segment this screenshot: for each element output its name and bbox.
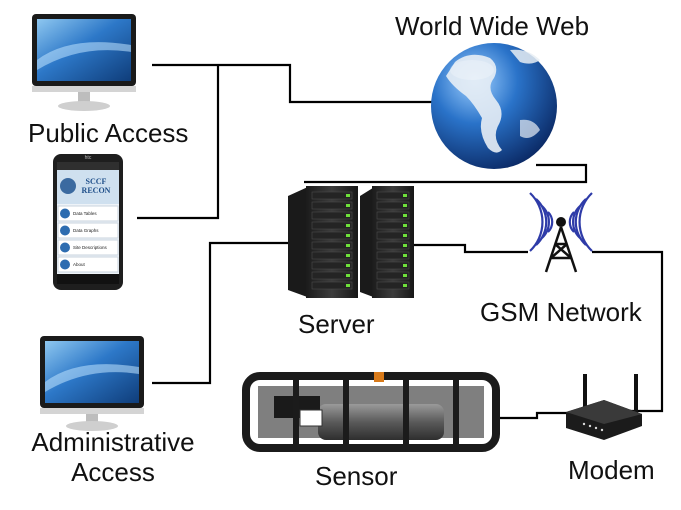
server-rack-icon <box>360 186 414 298</box>
administrative-label-line1: Administrative <box>31 427 195 457</box>
desktop-monitor-icon <box>32 14 136 111</box>
server-drive-bay <box>376 241 410 250</box>
phone-menu-row <box>57 222 119 239</box>
server-led <box>346 214 350 217</box>
server-led <box>403 284 407 287</box>
phone-menu-icon <box>60 208 70 219</box>
server-drive-bay <box>376 211 410 220</box>
server-led <box>403 194 407 197</box>
desktop-monitor-icon <box>40 336 144 431</box>
line-public-hub <box>137 65 220 220</box>
server-led <box>403 264 407 267</box>
gsm-network-label: GSM Network <box>480 297 642 327</box>
phone-menu-label: Data Graphs <box>73 228 99 233</box>
server-drive-bay <box>311 221 353 230</box>
server-led <box>403 254 407 257</box>
server-led <box>403 274 407 277</box>
server-led <box>346 284 350 287</box>
server-drive-bay <box>311 271 353 280</box>
server-drive-bay <box>311 231 353 240</box>
server-drive-bay <box>311 191 353 200</box>
server-drive-bay <box>376 201 410 210</box>
server-drive-bay <box>376 271 410 280</box>
phone-menu-icon <box>60 225 70 236</box>
sensor-instrument-icon <box>242 372 500 452</box>
server-led <box>403 234 407 237</box>
phone-menu-label: Site Descriptions <box>73 245 108 250</box>
phone-app-subtitle: RECON <box>82 186 111 195</box>
sensor-label: Sensor <box>315 461 398 491</box>
server-drive-bay <box>376 191 410 200</box>
app-logo-icon <box>60 178 76 194</box>
phone-menu-label: Data Tables <box>73 211 97 216</box>
server-drive-bay <box>376 251 410 260</box>
administrative-label-line2: Access <box>71 456 155 487</box>
phone-menu-icon <box>60 242 70 253</box>
server-led <box>403 214 407 217</box>
server-led <box>346 254 350 257</box>
phone-menu-row <box>57 239 119 256</box>
router-icon <box>566 374 642 440</box>
public-access-label: Public Access <box>28 118 189 148</box>
server-led <box>403 224 407 227</box>
server-led <box>403 244 407 247</box>
modem-label: Modem <box>568 455 655 485</box>
server-drive-bay <box>376 231 410 240</box>
server-label: Server <box>298 309 375 339</box>
server-led <box>346 244 350 247</box>
line-www-to-server <box>304 163 588 184</box>
globe-icon <box>431 43 557 169</box>
line-sensor-to-modem <box>497 411 566 420</box>
phone-menu-row <box>57 256 119 273</box>
server-drive-bay <box>311 281 353 290</box>
phone-menu-icon <box>60 259 70 270</box>
server-led <box>346 264 350 267</box>
phone-brand-label: htc <box>85 155 92 161</box>
server-drive-bay <box>311 261 353 270</box>
server-drive-bay <box>311 251 353 260</box>
line-public-desktop-to-www <box>152 63 432 104</box>
phone-menu-label: About <box>73 262 86 267</box>
server-drive-bay <box>376 221 410 230</box>
phone-menu-row <box>57 205 119 222</box>
server-led <box>346 194 350 197</box>
www-label: World Wide Web <box>395 11 590 41</box>
server-drive-bay <box>311 211 353 220</box>
line-admin-to-server <box>152 241 290 385</box>
server-rack-icon <box>288 186 358 298</box>
server-led <box>346 274 350 277</box>
server-led <box>403 204 407 207</box>
server-drive-bay <box>376 281 410 290</box>
phone-app-title: SCCF <box>86 177 107 186</box>
administrative-access-label: Administrative Access <box>18 427 208 488</box>
server-drive-bay <box>311 201 353 210</box>
server-led <box>346 204 350 207</box>
line-server-to-gsm <box>414 243 528 254</box>
server-drive-bay <box>376 261 410 270</box>
server-led <box>346 234 350 237</box>
line-gsm-to-modem <box>592 250 664 413</box>
server-led <box>346 224 350 227</box>
connection-lines <box>137 63 664 420</box>
radio-tower-icon <box>529 192 593 273</box>
server-drive-bay <box>311 241 353 250</box>
